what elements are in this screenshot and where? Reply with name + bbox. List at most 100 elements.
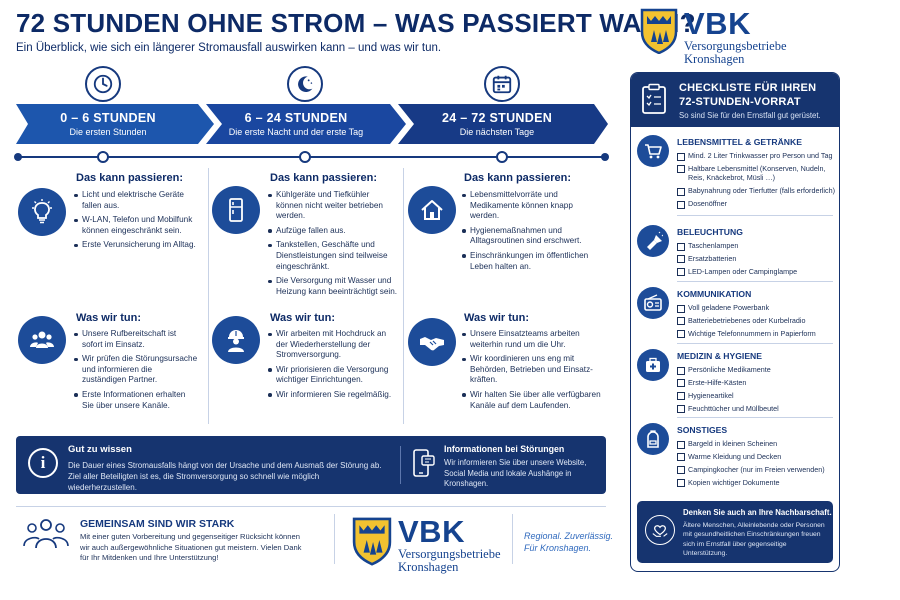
list-item: Wir arbeiten mit Hochdruck an der Wieder… [268,329,398,361]
checklist-item: Kopien wichtiger Dokumente [677,478,835,488]
info-bar: i Gut zu wissen Die Dauer eines Stromaus… [16,436,606,494]
actions-heading: Was wir tun: [464,312,529,324]
phase-banner [16,104,608,144]
list-item: Licht und elektrische Geräte fallen aus. [74,190,198,211]
checklist-item: Ersatzbatterien [677,254,835,264]
checklist-items: Bargeld in kleinen Scheinen Warme Kleidu… [677,439,835,491]
flashlight-icon [637,225,669,257]
backpack-icon [637,423,669,455]
actions-heading: Was wir tun: [270,312,335,324]
timeline-start [14,153,22,161]
list-item: Die Versorgung mit Wasser und Heizung ka… [268,276,398,297]
checklist-panel: CHECKLISTE FÜR IHREN 72-STUNDEN-VORRAT S… [630,72,840,572]
brand-wordmark: VBK [398,514,465,549]
divider [677,281,833,282]
checklist-item: Wichtige Telefonnummern in Papierform [677,329,835,339]
list-item: Kühlgeräte und Tiefkühler können nicht w… [268,190,398,222]
timeline-end [601,153,609,161]
happens-heading: Das kann passieren: [464,172,571,184]
moon-icon [287,66,323,102]
timeline [16,156,606,158]
page-subtitle: Ein Überblick, wie sich ein längerer Str… [16,42,442,54]
list-item: Tankstellen, Geschäfte und Dienstleistun… [268,240,398,272]
happens-heading: Das kann passieren: [270,172,377,184]
radio-icon [637,287,669,319]
list-item: Aufzüge fallen aus. [268,226,398,237]
list-item: W-LAN, Telefon und Mobilfunk können eing… [74,215,198,236]
checklist-item: Babynahrung oder Tierfutter (falls erfor… [677,186,835,196]
actions-heading: Was wir tun: [76,312,141,324]
checklist-item: Campingkocher (nur im Freien verwenden) [677,465,835,475]
divider [677,343,833,344]
list-item: Wir koordinieren uns eng mit Behörden, B… [462,354,602,386]
divider [677,215,833,216]
info-text: Die Dauer eines Stromausfalls hängt von … [68,461,382,492]
cart-icon [637,135,669,167]
list-item: Unsere Rufbereitschaft ist sofort im Ein… [74,329,198,350]
neighborhood-text: Ältere Menschen, Alleinlebende oder Pers… [683,522,825,558]
checklist-item: Bargeld in kleinen Scheinen [677,439,835,449]
coat-of-arms-icon [352,517,392,566]
together-title: GEMEINSAM SIND WIR STARK [80,518,235,530]
timeline-marker [97,151,109,163]
checklist-item: Batteriebetriebenes oder Kurbelradio [677,316,835,326]
checklist-item: Hygieneartikel [677,391,835,401]
checklist-items: Voll geladene Powerbank Batteriebetriebe… [677,303,835,342]
info-channels-text: Wir informieren Sie über unsere Website,… [444,458,587,488]
checklist-item: Persönliche Medikamente [677,365,835,375]
handshake-icon [408,318,456,366]
checklist-item: Feuchttücher und Müllbeutel [677,404,835,414]
clipboard-icon [642,83,666,114]
divider [16,506,606,507]
divider [512,514,513,564]
happens-list: Lebensmittelvorräte und Medikamente könn… [462,190,602,276]
timeline-marker [299,151,311,163]
list-item: Wir halten Sie über alle verfügbaren Kan… [462,390,602,411]
column-divider [208,168,209,424]
brand-name: Versorgungsbetriebe Kronshagen [398,547,501,574]
house-icon [408,186,456,234]
list-item: Wir informieren Sie regelmäßig. [268,390,398,401]
info-divider [400,446,401,484]
timeline-marker [496,151,508,163]
calendar-icon [484,66,520,102]
info-icon: i [28,448,58,478]
checklist-items: Taschenlampen Ersatzbatterien LED-Lampen… [677,241,835,280]
worker-icon [212,316,260,364]
lightbulb-icon [18,188,66,236]
people-icon [23,519,69,549]
divider [677,417,833,418]
page-title: 72 STUNDEN OHNE STROM – WAS PASSIERT WAN… [16,8,696,38]
together-text: Mit einer guten Vorbereitung und gegense… [80,532,302,562]
list-item: Erste Informationen erhalten Sie über un… [74,390,198,411]
checklist-items: Mind. 2 Liter Trinkwasser pro Person und… [677,151,835,212]
checklist-title: CHECKLISTE FÜR IHREN 72-STUNDEN-VORRAT [679,82,817,108]
phase-24-72: 24 – 72 STUNDEN Die nächsten Tage [441,111,553,137]
checklist-item: Erste-Hilfe-Kästen [677,378,835,388]
checklist-item: Dosenöffner [677,199,835,209]
checklist-item: Mind. 2 Liter Trinkwasser pro Person und… [677,151,835,161]
list-item: Wir prüfen die Störungsursache und infor… [74,354,198,386]
category-title: SONSTIGES [677,425,728,435]
info-title: Gut zu wissen [68,444,132,455]
category-title: LEBENSMITTEL & GETRÄNKE [677,137,802,147]
first-aid-icon [637,349,669,381]
phase-0-6: 0 – 6 STUNDEN Die ersten Stunden [60,111,156,137]
checklist-subtitle: So sind Sie für den Ernstfall gut gerüst… [679,111,821,120]
neighborhood-title: Denken Sie auch an Ihre Nachbarschaft. [683,508,832,517]
brand-wordmark: VBK [684,6,751,41]
fridge-icon [212,186,260,234]
brand-name: Versorgungsbetriebe Kronshagen [684,39,787,66]
list-item: Wir priorisieren die Versorgung wichtige… [268,365,398,386]
actions-list: Unsere Rufbereitschaft ist sofort im Ein… [74,329,198,415]
divider [334,514,335,564]
heart-hands-icon [645,515,675,545]
checklist-items: Persönliche Medikamente Erste-Hilfe-Käst… [677,365,835,417]
brand-slogan: Regional. Zuverlässig. Für Kronshagen. [524,531,614,553]
list-item: Hygienemaßnahmen und Alltagsroutinen sin… [462,226,602,247]
checklist-item: Haltbare Lebensmittel (Konserven, Nudeln… [677,164,835,183]
brand-logo: VBK Versorgungsbetriebe Kronshagen [640,6,820,66]
happens-heading: Das kann passieren: [76,172,183,184]
clock-icon [85,66,121,102]
column-divider [403,168,404,424]
